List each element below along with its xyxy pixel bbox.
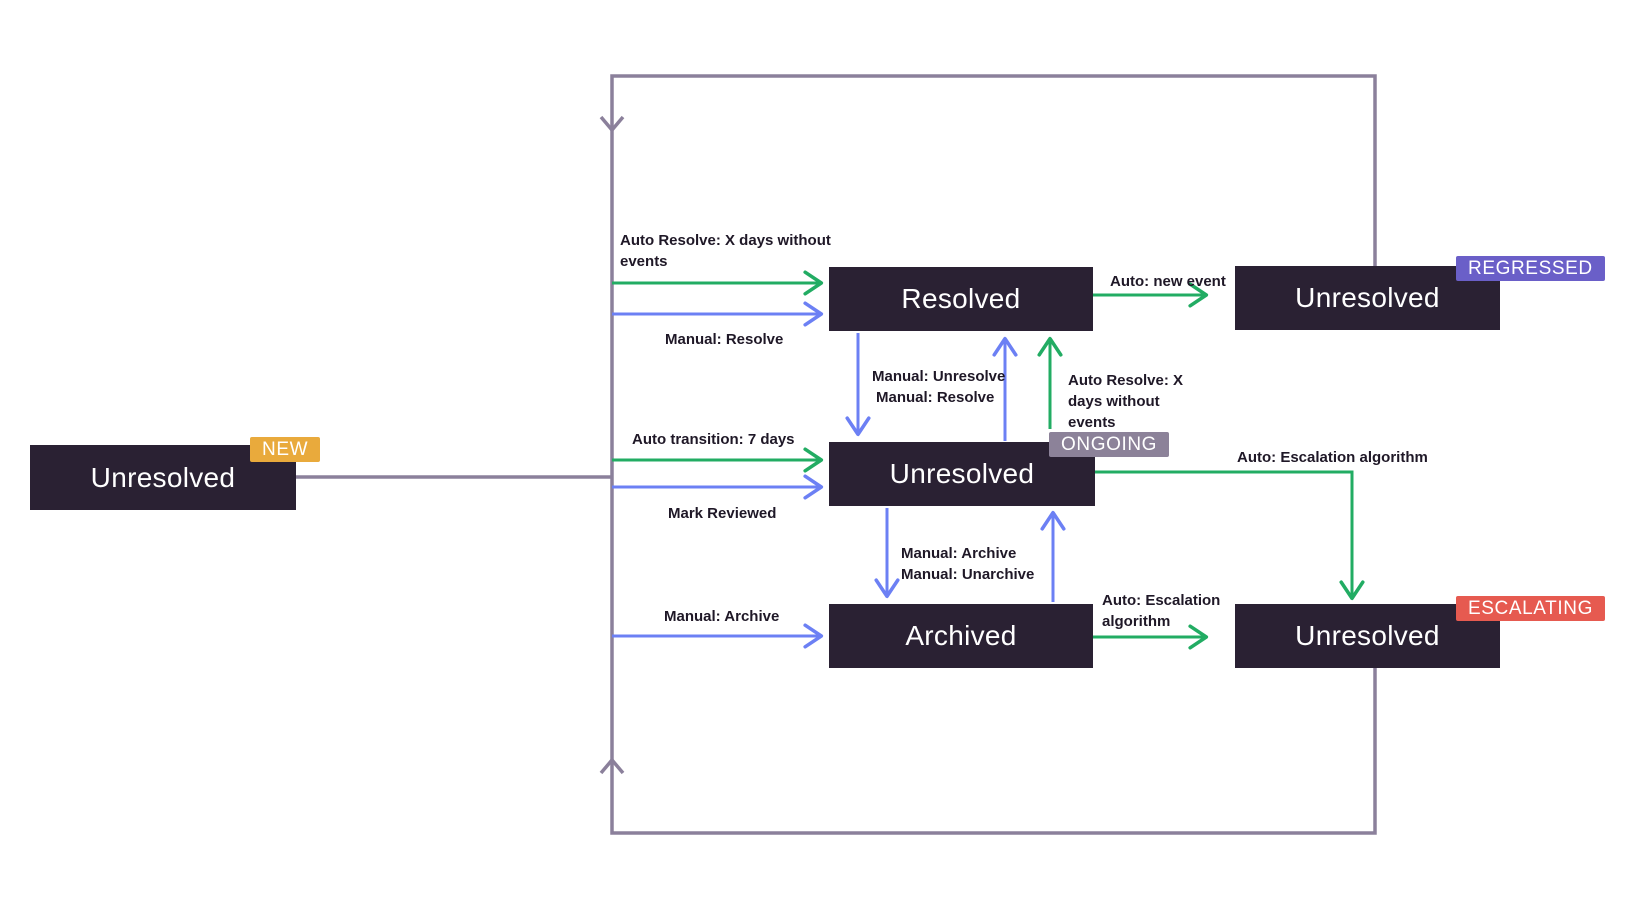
label-mark-reviewed: Mark Reviewed	[668, 505, 777, 522]
label-manual-unresolve: Manual: Unresolve	[872, 368, 1006, 385]
arrow-auto-escalation	[1095, 470, 1365, 601]
label-auto-new-event: Auto: new event	[1110, 273, 1226, 290]
state-box-unresolved-new: Unresolved	[30, 445, 296, 510]
state-label: Unresolved	[1295, 282, 1440, 313]
badge-escalating: ESCALATING	[1456, 596, 1605, 621]
state-label: Unresolved	[889, 458, 1035, 489]
loop-arrow-up-icon	[599, 757, 625, 775]
state-box-resolved: Resolved	[829, 267, 1093, 331]
label-manual-resolve-up: Manual: Resolve	[876, 389, 995, 406]
state-box-archived: Archived	[829, 604, 1093, 668]
state-label: Unresolved	[90, 461, 236, 493]
badge-new: NEW	[250, 437, 321, 462]
label-manual-unarchive: Manual: Unarchive	[901, 566, 1035, 583]
badge-ongoing: ONGOING	[1049, 432, 1170, 457]
state-label: Resolved	[901, 283, 1021, 314]
state-label: Unresolved	[1295, 620, 1440, 651]
label-manual-archive: Manual: Archive	[664, 608, 780, 625]
label-manual-archive-down: Manual: Archive	[901, 545, 1017, 562]
label-auto-transition: Auto transition: 7 days	[632, 431, 795, 448]
label-manual-resolve: Manual: Resolve	[665, 331, 784, 348]
label-auto-resolve: Auto Resolve: X days without events	[620, 232, 831, 270]
loop-arrow-down-icon	[599, 115, 625, 133]
label-auto-resolve-up: Auto Resolve: X days without events	[1068, 372, 1184, 431]
state-label: Archived	[905, 620, 1017, 651]
badge-regressed: REGRESSED	[1456, 256, 1605, 281]
label-auto-escalation: Auto: Escalation algorithm	[1237, 449, 1428, 466]
label-auto-escalation-archived: Auto: Escalation algorithm	[1102, 592, 1221, 630]
